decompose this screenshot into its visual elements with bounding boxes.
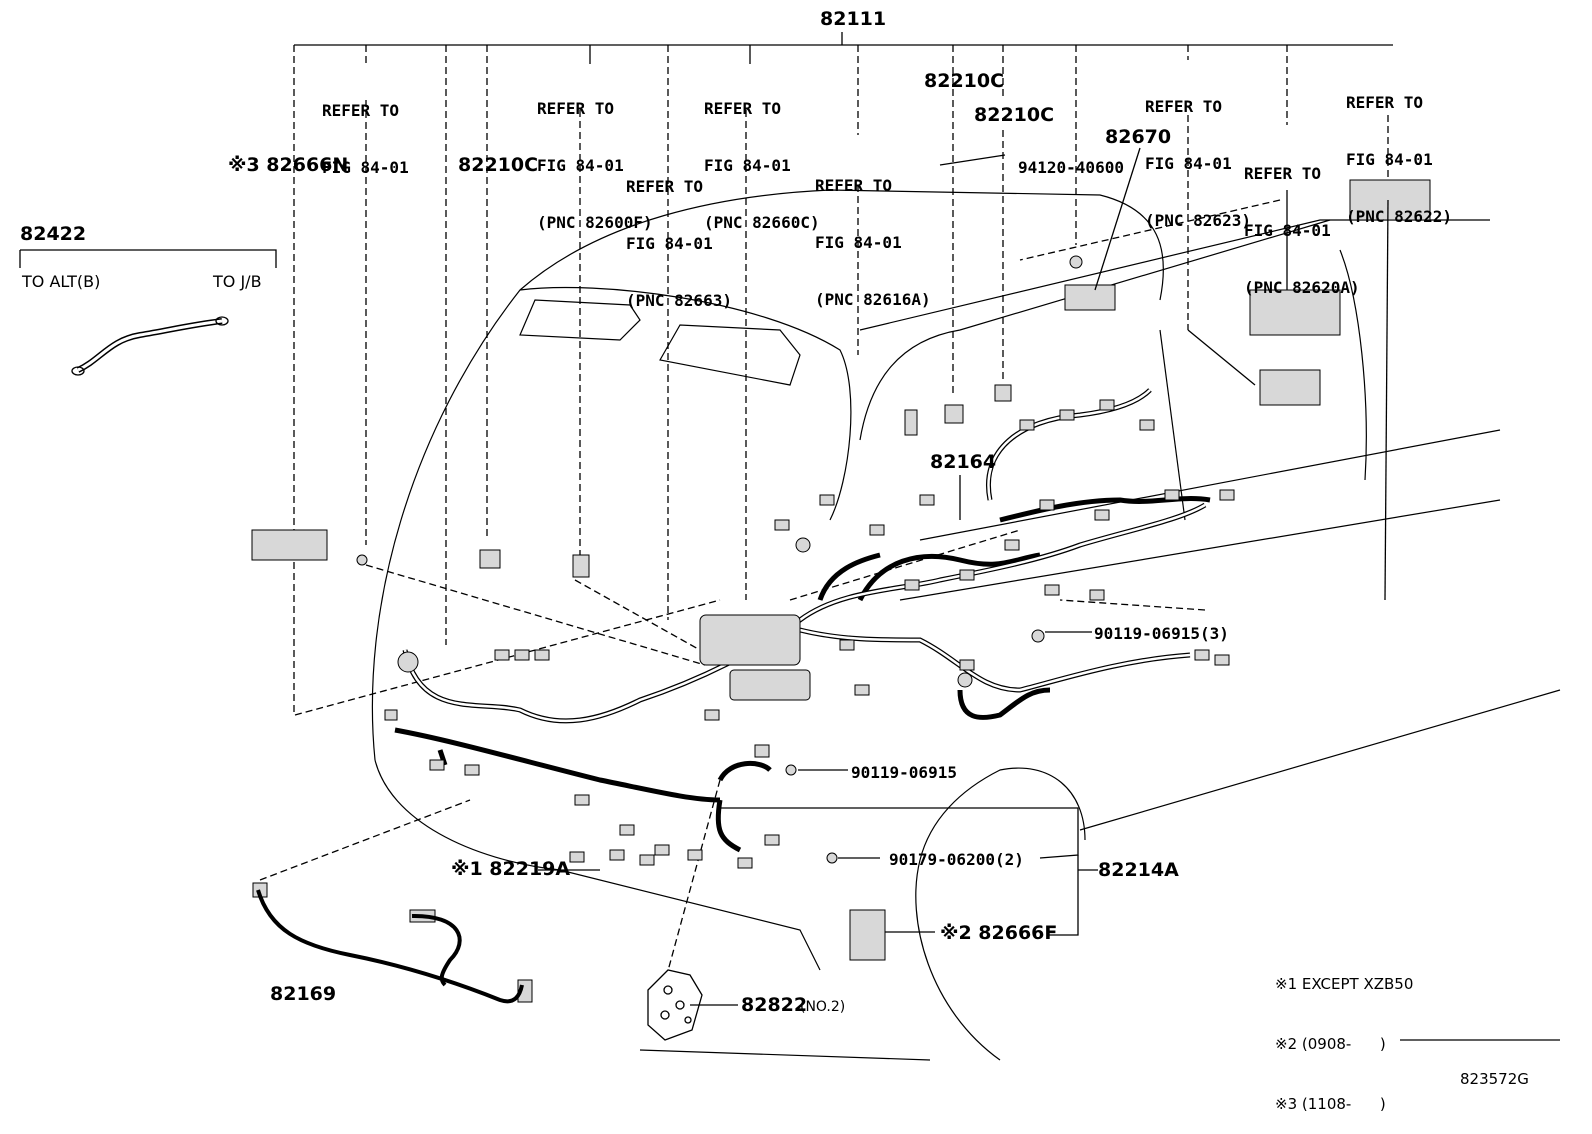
notes-block: ※1 EXCEPT XZB50 ※2 (0908- ) ※3 (1108- ) xyxy=(1275,934,1413,1134)
callout-line: FIG 84-01 xyxy=(704,156,791,175)
grommet-2 xyxy=(795,537,811,553)
part-number-82666F: ※2 82666F xyxy=(940,922,1058,944)
callout-line: FIG 84-01 xyxy=(322,158,409,177)
clip-82210C-b xyxy=(944,404,964,424)
callout-line: REFER TO xyxy=(815,176,893,195)
refer-callout-5: REFER TO FIG 84-01 (PNC 82616A) xyxy=(815,138,931,328)
part-number-90119-06915: 90119-06915 xyxy=(851,763,957,782)
callout-line: (PNC 82663) xyxy=(626,291,732,310)
part-number-82422: 82422 xyxy=(20,223,87,245)
junction-block xyxy=(699,614,801,666)
part-number-82214A: 82214A xyxy=(1098,859,1179,881)
harness-82169 xyxy=(256,889,524,1004)
refer-callout-8: REFER TO FIG 84-01 (PNC 82622) xyxy=(1346,55,1452,245)
fuse-box-82620A xyxy=(1249,289,1341,336)
callout-line: FIG 84-01 xyxy=(815,233,902,252)
bracket-82670 xyxy=(1064,284,1116,311)
grommet xyxy=(397,651,419,673)
front-harness-82214A xyxy=(394,727,772,853)
clip-82210C-a xyxy=(479,549,501,569)
callout-line: FIG 84-01 xyxy=(537,156,624,175)
bolt-90119-06915 xyxy=(785,764,797,776)
callout-line: FIG 84-01 xyxy=(626,234,713,253)
part-number-82666N: ※3 82666N xyxy=(228,154,349,176)
part-number-82670: 82670 xyxy=(1105,126,1172,148)
callout-line: (PNC 82620A) xyxy=(1244,278,1360,297)
part-number-94120-40600: 94120-40600 xyxy=(1018,158,1124,177)
part-number-82164: 82164 xyxy=(930,451,997,473)
part-number-82169: 82169 xyxy=(270,983,337,1005)
callout-line: REFER TO xyxy=(626,177,704,196)
refer-callout-2: REFER TO FIG 84-01 (PNC 82600F) xyxy=(537,61,653,251)
clip-82210C-c xyxy=(994,384,1012,402)
bracket-82822 xyxy=(647,969,703,1041)
refer-callout-1: REFER TO FIG 84-01 xyxy=(322,63,409,196)
bracket-82111 xyxy=(259,32,1393,1001)
callout-line: REFER TO xyxy=(1346,93,1424,112)
callout-line: REFER TO xyxy=(322,101,400,120)
small-connectors xyxy=(384,399,1235,869)
callout-line: FIG 84-01 xyxy=(1145,154,1232,173)
wiring-harness-diagram xyxy=(19,32,1561,1061)
callout-line: (PNC 82660C) xyxy=(704,213,820,232)
note-2: ※2 (0908- ) xyxy=(1275,1035,1386,1053)
callout-line: REFER TO xyxy=(704,99,782,118)
part-number-90119-06915-3: 90119-06915(3) xyxy=(1094,624,1229,643)
callout-line: REFER TO xyxy=(1244,164,1322,183)
callout-line: REFER TO xyxy=(1145,97,1223,116)
vehicle-body-outline xyxy=(371,189,1561,1061)
bolt-90119-06915-3 xyxy=(1031,629,1045,643)
part-number-82210C-b: 82210C xyxy=(924,70,1005,92)
connector-82666N xyxy=(251,529,328,561)
part-number-82111: 82111 xyxy=(820,8,887,30)
callout-line: (PNC 82600F) xyxy=(537,213,653,232)
leader-lines xyxy=(538,147,1389,1006)
callout-line: (PNC 82616A) xyxy=(815,290,931,309)
note-3: ※3 (1108- ) xyxy=(1275,1095,1386,1113)
grommet-3 xyxy=(957,672,973,688)
refer-callout-3: REFER TO FIG 84-01 (PNC 82660C) xyxy=(704,61,820,251)
label-no2: (NO.2) xyxy=(800,999,846,1015)
refer-callout-4: REFER TO FIG 84-01 (PNC 82663) xyxy=(626,139,732,329)
relay-block xyxy=(729,669,811,701)
cover-82623 xyxy=(1259,369,1321,406)
nut-94120-40600 xyxy=(1069,255,1083,269)
part-number-82822: 82822 xyxy=(741,994,808,1016)
label-to-jb: TO J/B xyxy=(213,272,262,291)
refer-callout-7: REFER TO FIG 84-01 (PNC 82620A) xyxy=(1244,126,1360,316)
connector-82666F xyxy=(849,909,886,961)
part-number-82210C-c: 82210C xyxy=(974,104,1055,126)
nut-90179-06200 xyxy=(826,852,838,864)
part-number-82210C-a: 82210C xyxy=(458,154,539,176)
connector-82622 xyxy=(1349,179,1431,221)
label-to-alt: TO ALT(B) xyxy=(22,272,101,291)
bracket-82422 xyxy=(19,249,277,268)
figure-id: 823572G xyxy=(1460,1070,1529,1088)
callout-line: FIG 84-01 xyxy=(1346,150,1433,169)
callout-line: (PNC 82622) xyxy=(1346,207,1452,226)
callout-line: FIG 84-01 xyxy=(1244,221,1331,240)
part-number-82219A: ※1 82219A xyxy=(451,858,571,880)
callout-line: REFER TO xyxy=(537,99,615,118)
cable-82422 xyxy=(71,316,229,376)
refer-callout-6: REFER TO FIG 84-01 (PNC 82623) xyxy=(1145,59,1251,249)
callout-line: (PNC 82623) xyxy=(1145,211,1251,230)
note-1: ※1 EXCEPT XZB50 xyxy=(1275,975,1414,993)
connector-82616A xyxy=(904,409,918,436)
bolt-90119-a xyxy=(356,554,368,566)
part-number-90179-06200: 90179-06200(2) xyxy=(889,850,1024,869)
connector-82600F xyxy=(572,554,590,578)
